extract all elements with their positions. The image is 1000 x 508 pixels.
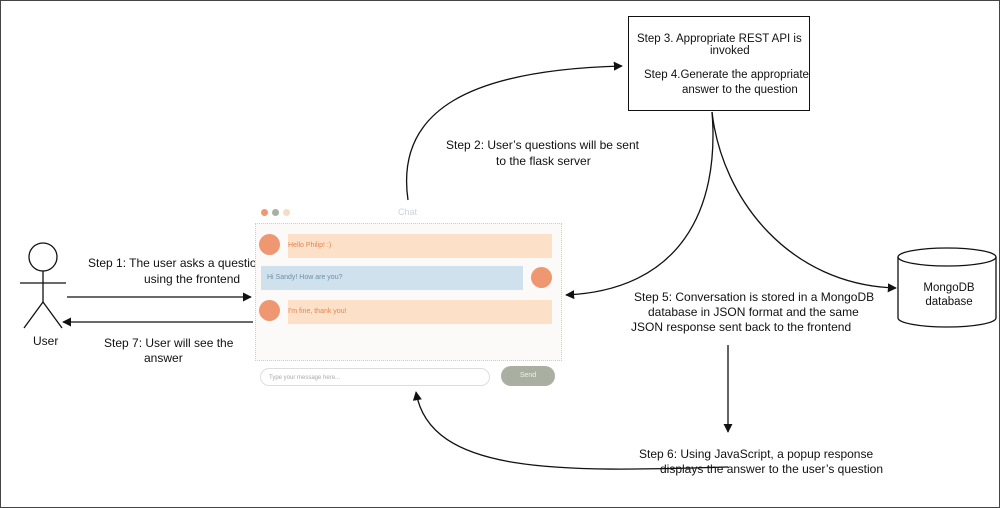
- arrow-step2: [406, 61, 623, 201]
- window-dot-minimize[interactable]: [272, 209, 279, 216]
- arrow-step5-to-chat: [565, 111, 714, 300]
- chat-message-2-text: Hi Sandy! How are you?: [267, 274, 343, 281]
- step5-label-line1: Step 5: Conversation is stored in a Mong…: [634, 290, 875, 304]
- user-stick-figure: [20, 242, 66, 329]
- arrow-step6: [412, 391, 729, 470]
- chat-message-1-text: Hello Philip! :): [288, 242, 332, 249]
- step2-label-line2: to the flask server: [496, 154, 591, 168]
- step6-label-line2: displays the answer to the user’s questi…: [660, 462, 884, 476]
- avatar-sandy-2: [259, 300, 280, 321]
- avatar-sandy: [259, 234, 280, 255]
- mongodb-cylinder: [897, 247, 997, 328]
- window-dot-close[interactable]: [261, 209, 268, 216]
- mongodb-label-line1: MongoDB: [923, 282, 975, 294]
- window-dot-maximize[interactable]: [283, 209, 290, 216]
- step1-label-line2: using the frontend: [144, 272, 241, 286]
- server-step4-line1: Step 4.Generate the appropriate: [644, 69, 809, 81]
- chat-message-2: Hi Sandy! How are you?: [261, 266, 523, 290]
- chat-message-1: Hello Philip! :): [288, 234, 552, 258]
- chat-message-3-text: I'm fine, thank you!: [288, 308, 347, 315]
- flask-server-box: Step 3. Appropriate REST API is invoked …: [628, 16, 810, 111]
- step7-label-line1: Step 7: User will see the: [104, 336, 234, 350]
- server-step3-line1: Step 3. Appropriate REST API is: [637, 33, 802, 45]
- avatar-philip: [531, 267, 552, 288]
- chat-widget: Chat Hello Philip! :) Hi Sandy! How are …: [255, 203, 562, 396]
- step5-label-line2: database in JSON format and the same: [648, 305, 859, 319]
- chat-message-3: I'm fine, thank you!: [288, 300, 552, 324]
- step7-label-line2: answer: [144, 351, 183, 365]
- step6-label-line1: Step 6: Using JavaScript, a popup respon…: [639, 447, 874, 461]
- chat-messages-panel: Hello Philip! :) Hi Sandy! How are you? …: [255, 223, 562, 361]
- user-label: User: [33, 334, 59, 348]
- step2-label-line1: Step 2: User’s questions will be sent: [446, 138, 639, 152]
- message-input[interactable]: Type your message here...: [260, 368, 490, 386]
- server-step3-line2: invoked: [710, 45, 750, 57]
- step5-label-line3: JSON response sent back to the frontend: [631, 320, 852, 334]
- chat-title: Chat: [397, 207, 417, 217]
- mongodb-label: MongoDB database: [904, 281, 994, 309]
- mongodb-label-line2: database: [925, 296, 973, 308]
- send-button[interactable]: Send: [501, 366, 555, 386]
- arrow-step5-to-db: [711, 111, 897, 293]
- step1-label-line1: Step 1: The user asks a question: [88, 256, 264, 270]
- server-step4-line2: answer to the question: [682, 84, 798, 96]
